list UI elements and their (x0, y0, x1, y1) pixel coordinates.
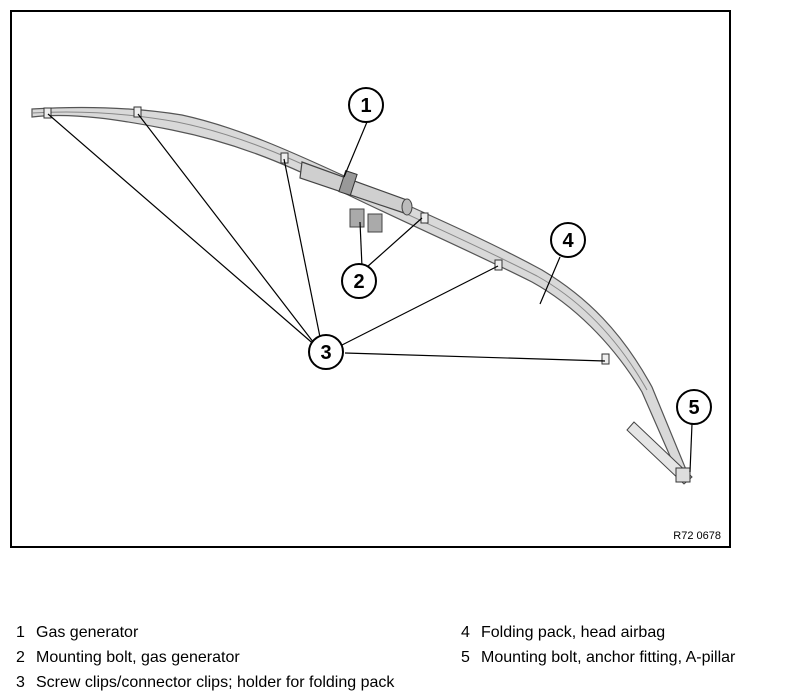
callout-5-label: 5 (688, 397, 699, 419)
legend-number: 5 (461, 649, 470, 666)
callout-1-label: 1 (360, 95, 371, 117)
callout-3-label: 3 (320, 342, 331, 364)
anchor-bolt (675, 467, 691, 483)
leader-3 (341, 265, 499, 346)
legend-text: Mounting bolt, gas generator (36, 649, 240, 666)
legend-item: 1 Gas generator (16, 620, 394, 645)
legend-text: Gas generator (36, 624, 139, 641)
callout-5: 5 (676, 389, 712, 425)
legend-item: 2 Mounting bolt, gas generator (16, 645, 394, 670)
legend-text: Mounting bolt, anchor fitting, A-pillar (481, 649, 736, 666)
leader-3 (344, 352, 606, 362)
legend-number: 3 (16, 674, 25, 691)
leader-lines (47, 113, 693, 473)
callout-2: 2 (341, 263, 377, 299)
legend-number: 2 (16, 649, 25, 666)
clip (494, 259, 503, 271)
clip (43, 107, 52, 119)
callout-1: 1 (348, 87, 384, 123)
figure-reference-code: R72 0678 (673, 530, 721, 542)
folding-pack-shape (31, 106, 688, 473)
callout-2-label: 2 (353, 271, 364, 293)
clip (420, 212, 429, 224)
legend-item: 5 Mounting bolt, anchor fitting, A-pillar (461, 645, 735, 670)
callout-3: 3 (308, 334, 344, 370)
leader-3 (47, 113, 318, 348)
legend-left: 1 Gas generator 2 Mounting bolt, gas gener… (16, 620, 394, 695)
leader-4 (539, 256, 561, 305)
legend-text: Screw clips/connector clips; holder for … (36, 674, 395, 691)
legend-number: 1 (16, 624, 25, 641)
clip (133, 106, 142, 118)
anchor-fitting (626, 421, 693, 485)
callout-4: 4 (550, 222, 586, 258)
leader-3 (137, 113, 318, 348)
clips (43, 106, 610, 365)
leader-2 (366, 217, 423, 268)
leader-1 (343, 121, 368, 178)
leader-2 (359, 221, 363, 268)
gas-generator (299, 161, 413, 233)
diagram-frame: 1 2 3 4 5 R72 0678 (10, 10, 731, 548)
clip (601, 353, 610, 365)
legend-item: 3 Screw clips/connector clips; holder for… (16, 670, 394, 695)
leader-3 (283, 158, 321, 338)
callout-4-label: 4 (562, 230, 574, 252)
legend-item: 4 Folding pack, head airbag (461, 620, 735, 645)
legend-right: 4 Folding pack, head airbag 5 Mounting bol… (461, 620, 735, 670)
airbag-diagram: 1 2 3 4 5 (31, 87, 712, 485)
legend-text: Folding pack, head airbag (481, 624, 666, 641)
leader-5 (689, 423, 693, 473)
legend-number: 4 (461, 624, 470, 641)
